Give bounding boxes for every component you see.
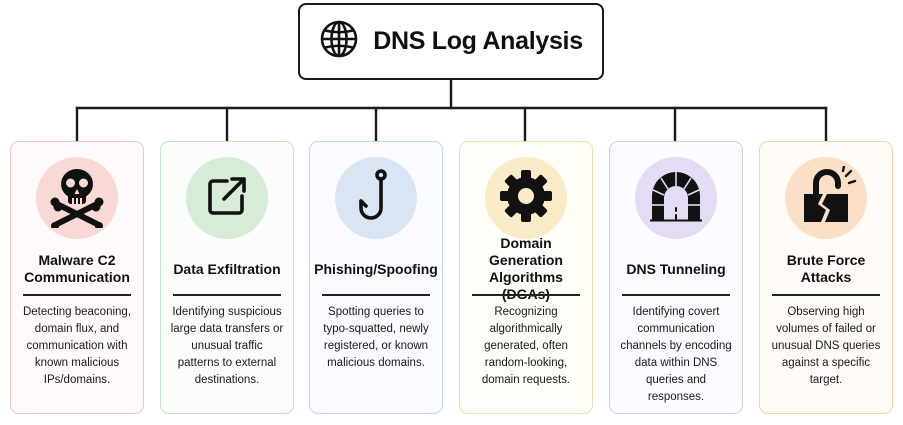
root-title: DNS Log Analysis — [373, 27, 583, 55]
external-link-icon — [203, 172, 251, 225]
skull-crossbones-icon — [45, 164, 109, 233]
divider — [23, 294, 131, 296]
card-description: Recognizing algorithmically generated, o… — [481, 306, 571, 386]
card-title: Phishing/Spoofing — [314, 260, 438, 277]
card-title: Brute Force Attacks — [786, 252, 866, 285]
card-title: Domain Generation Algorithms (DGAs) — [489, 235, 563, 302]
card-title: Malware C2 Communication — [24, 252, 130, 285]
icon-circle — [36, 157, 118, 239]
card-description: Spotting queries to typo-squatted, newly… — [323, 306, 429, 369]
card-description: Detecting beaconing, domain flux, and co… — [22, 306, 132, 386]
card-dga: Domain Generation Algorithms (DGAs) Reco… — [459, 141, 593, 414]
icon-circle — [785, 157, 867, 239]
globe-icon — [319, 19, 359, 64]
root-node: DNS Log Analysis — [298, 3, 604, 80]
gear-icon — [496, 166, 556, 231]
icon-circle — [186, 157, 268, 239]
card-title: DNS Tunneling — [626, 260, 726, 277]
card-malware-c2: Malware C2 Communication Detecting beaco… — [10, 141, 144, 414]
divider — [622, 294, 730, 296]
card-description: Identifying suspicious large data transf… — [170, 306, 284, 386]
card-dns-tunneling: DNS Tunneling Identifying covert communi… — [609, 141, 743, 414]
divider — [472, 294, 580, 296]
icon-circle — [485, 157, 567, 239]
tunnel-icon — [648, 168, 704, 229]
card-title: Data Exfiltration — [173, 260, 281, 277]
divider — [322, 294, 430, 296]
card-data-exfiltration: Data Exfiltration Identifying suspicious… — [160, 141, 294, 414]
card-description: Identifying covert communication channel… — [620, 306, 732, 403]
fishing-hook-icon — [354, 168, 398, 229]
card-phishing-spoofing: Phishing/Spoofing Spotting queries to ty… — [309, 141, 443, 414]
icon-circle — [335, 157, 417, 239]
divider — [173, 294, 281, 296]
broken-lock-icon — [794, 164, 858, 231]
card-brute-force: Brute Force Attacks Observing high volum… — [759, 141, 893, 414]
icon-circle — [635, 157, 717, 239]
divider — [772, 294, 880, 296]
card-description: Observing high volumes of failed or unus… — [771, 306, 881, 386]
